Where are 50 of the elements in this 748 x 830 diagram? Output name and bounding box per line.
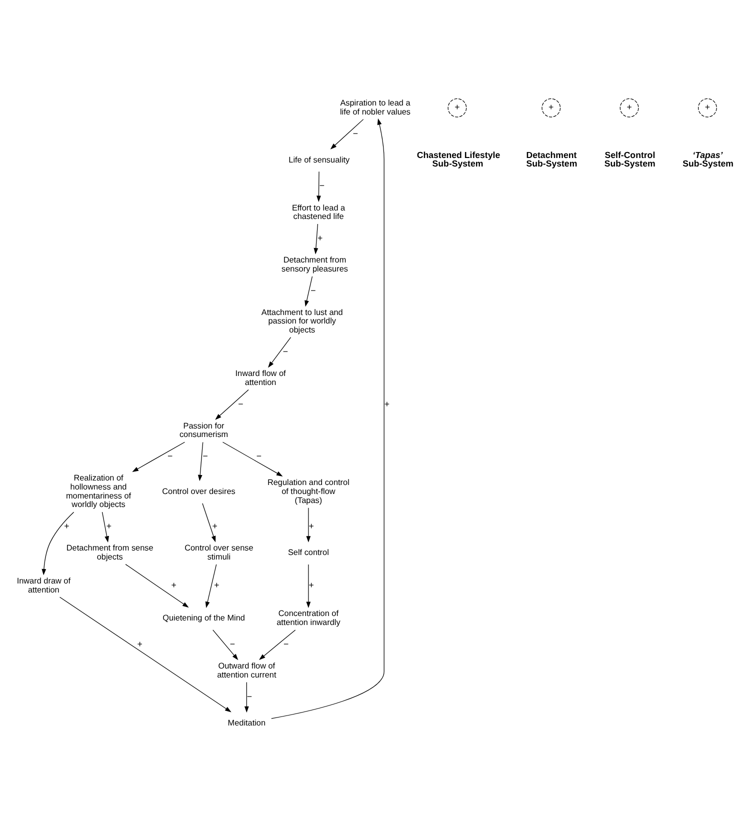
edge-label: − — [238, 398, 244, 408]
arrow — [132, 441, 186, 472]
edge-label: − — [230, 638, 236, 648]
edge-label: + — [384, 398, 390, 408]
edge-label: − — [246, 690, 252, 701]
arrow — [330, 118, 364, 149]
label: + — [548, 102, 554, 112]
label: ‘Tapas’ Sub-System — [682, 149, 734, 168]
arrow — [202, 502, 216, 542]
arrow — [304, 276, 313, 306]
edge-label: + — [106, 520, 112, 531]
arrow — [259, 629, 296, 660]
arrow — [59, 596, 232, 712]
edge-label: − — [319, 180, 325, 190]
edge-label: − — [256, 450, 262, 461]
arrow — [306, 564, 311, 608]
edge-label: + — [308, 520, 314, 531]
edge-label: + — [308, 580, 314, 590]
edge-label: + — [212, 520, 218, 531]
arrow — [268, 336, 292, 368]
arrow — [42, 511, 74, 575]
arrow — [271, 118, 384, 718]
label: + — [704, 102, 710, 112]
label: Chastened Lifestyle Sub-System — [416, 149, 500, 168]
arrow — [102, 511, 109, 542]
arrow — [222, 441, 283, 476]
arrow — [212, 629, 238, 660]
arrow — [306, 507, 311, 542]
arrow — [244, 681, 249, 712]
arrow — [205, 564, 217, 608]
edge-label: − — [352, 128, 358, 138]
edge-label: − — [167, 450, 173, 461]
label: + — [626, 102, 632, 112]
edge-label: + — [137, 638, 142, 648]
label: Detachment Sub-System — [526, 149, 578, 168]
edge-label: − — [282, 346, 288, 356]
label: + — [454, 102, 460, 112]
arrow — [314, 223, 318, 254]
arrow — [316, 170, 321, 202]
arrow — [215, 388, 249, 420]
label: Self-Control Sub-System — [604, 149, 656, 168]
edge-label: + — [171, 580, 176, 590]
edge-label: − — [310, 284, 316, 295]
edge-label: + — [64, 520, 70, 531]
arrow — [198, 441, 204, 481]
edge-label: − — [202, 450, 208, 461]
arrow — [125, 564, 189, 608]
edge-label: − — [283, 638, 289, 648]
edge-label: + — [214, 580, 220, 590]
edge-label: + — [318, 232, 323, 243]
